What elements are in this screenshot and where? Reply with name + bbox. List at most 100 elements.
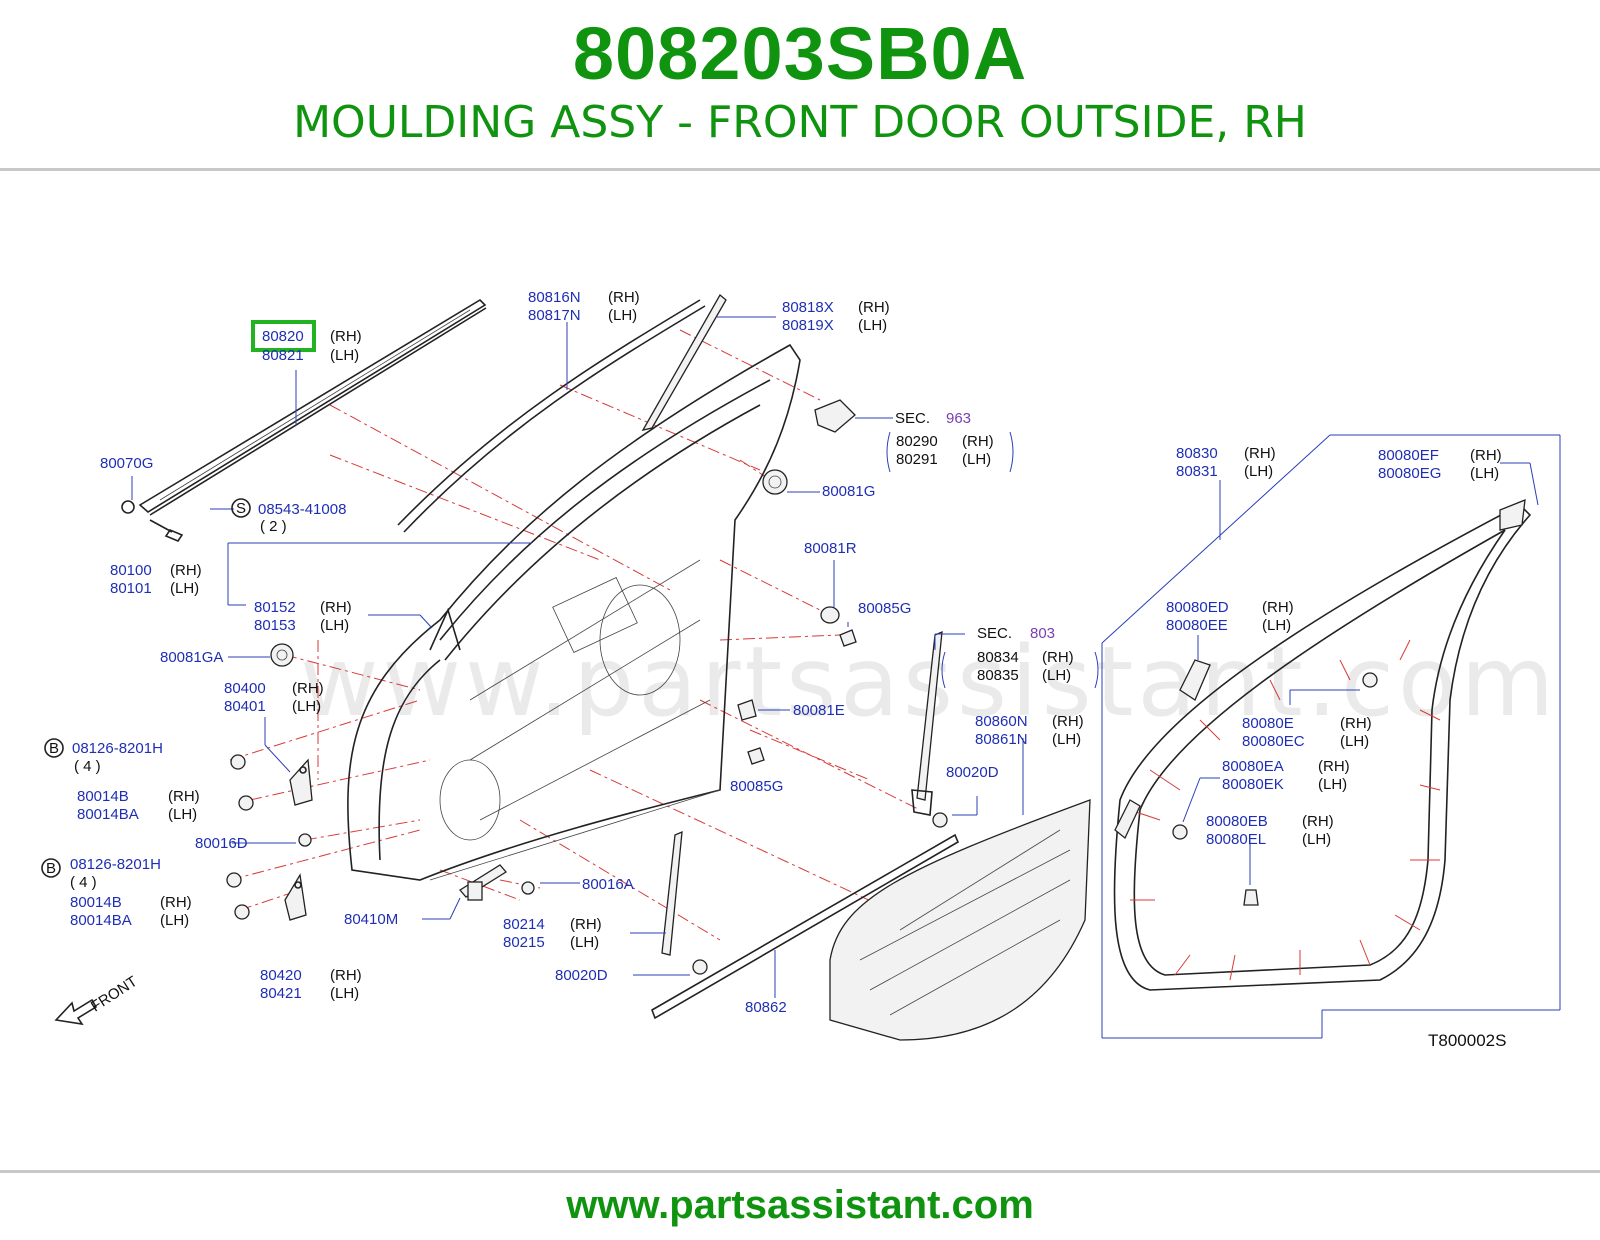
callout-80860n[interactable]: 80860N bbox=[975, 713, 1028, 730]
callout-80862[interactable]: 80862 bbox=[745, 999, 787, 1016]
callout-80834[interactable]: 80834 bbox=[977, 649, 1019, 666]
callout-80080ed[interactable]: 80080ED bbox=[1166, 599, 1229, 616]
callout-80400-rh: (RH) bbox=[292, 680, 324, 697]
callout-80014ba-lower[interactable]: 80014BA bbox=[70, 912, 132, 929]
callout-80401[interactable]: 80401 bbox=[224, 698, 266, 715]
callout-80020d-lower[interactable]: 80020D bbox=[555, 967, 608, 984]
callout-80080el[interactable]: 80080EL bbox=[1206, 831, 1266, 848]
callout-80816n[interactable]: 80816N bbox=[528, 289, 581, 306]
callout-80080ee[interactable]: 80080EE bbox=[1166, 617, 1228, 634]
callout-80080ee-lh: (LH) bbox=[1262, 617, 1291, 634]
callout-80080ea[interactable]: 80080EA bbox=[1222, 758, 1284, 775]
callout-80080e[interactable]: 80080E bbox=[1242, 715, 1294, 732]
footer-url[interactable]: www.partsassistant.com bbox=[566, 1183, 1034, 1227]
callout-80818x[interactable]: 80818X bbox=[782, 299, 834, 316]
footer-divider bbox=[0, 1170, 1600, 1173]
callout-80817n[interactable]: 80817N bbox=[528, 307, 581, 324]
part-description: MOULDING ASSY - FRONT DOOR OUTSIDE, RH bbox=[293, 97, 1307, 148]
grommet-80081ga-drawing bbox=[270, 643, 294, 667]
callout-80835[interactable]: 80835 bbox=[977, 667, 1019, 684]
callout-80014ba-lower-lh: (LH) bbox=[160, 912, 189, 929]
callout-80819x[interactable]: 80819X bbox=[782, 317, 834, 334]
s-mark: S bbox=[236, 500, 246, 517]
b-mark-2: B bbox=[46, 860, 56, 877]
callout-80152[interactable]: 80152 bbox=[254, 599, 296, 616]
callout-sec-803-number[interactable]: 803 bbox=[1030, 625, 1055, 642]
glass-run-80816n-drawing bbox=[397, 299, 706, 533]
callout-80290[interactable]: 80290 bbox=[896, 433, 938, 450]
callout-80080ek-lh: (LH) bbox=[1318, 776, 1347, 793]
page-header: 808203SB0A MOULDING ASSY - FRONT DOOR OU… bbox=[0, 0, 1600, 172]
b-mark-1: B bbox=[49, 740, 59, 757]
weatherstrip-80862-drawing bbox=[651, 833, 960, 1020]
callout-80085g-upper[interactable]: 80085G bbox=[858, 600, 911, 617]
check-link-80410m-drawing bbox=[459, 864, 507, 901]
callout-80291-lh: (LH) bbox=[962, 451, 991, 468]
callout-80014ba-upper[interactable]: 80014BA bbox=[77, 806, 139, 823]
callout-80081ga[interactable]: 80081GA bbox=[160, 649, 223, 666]
callout-80014b-lower[interactable]: 80014B bbox=[70, 894, 122, 911]
callout-08126-8201h-lower[interactable]: 08126-8201H bbox=[70, 856, 161, 873]
callout-80820[interactable]: 80820 bbox=[262, 328, 304, 345]
callout-80016d[interactable]: 80016D bbox=[195, 835, 248, 852]
callout-80400[interactable]: 80400 bbox=[224, 680, 266, 697]
callout-80080eg[interactable]: 80080EG bbox=[1378, 465, 1441, 482]
callout-80421[interactable]: 80421 bbox=[260, 985, 302, 1002]
callout-08543-qty: ( 2 ) bbox=[260, 518, 287, 535]
callout-80153[interactable]: 80153 bbox=[254, 617, 296, 634]
callout-80080ec-lh: (LH) bbox=[1340, 733, 1369, 750]
callout-80080eb[interactable]: 80080EB bbox=[1206, 813, 1268, 830]
callout-80014b-lower-rh: (RH) bbox=[160, 894, 192, 911]
hinge-80420-drawing bbox=[284, 873, 307, 921]
header-divider bbox=[0, 168, 1600, 171]
callout-80821-lh: (LH) bbox=[330, 347, 359, 364]
callout-sec-963-number[interactable]: 963 bbox=[946, 410, 971, 427]
callout-80081g[interactable]: 80081G bbox=[822, 483, 875, 500]
callout-80080el-lh: (LH) bbox=[1302, 831, 1331, 848]
b-mark-circle-1 bbox=[44, 738, 64, 758]
callout-80081r[interactable]: 80081R bbox=[804, 540, 857, 557]
callout-80817n-lh: (LH) bbox=[608, 307, 637, 324]
callout-80215-lh: (LH) bbox=[570, 934, 599, 951]
callout-08126-8201h-upper[interactable]: 08126-8201H bbox=[72, 740, 163, 757]
callout-80861n[interactable]: 80861N bbox=[975, 731, 1028, 748]
callout-80101[interactable]: 80101 bbox=[110, 580, 152, 597]
callout-80214[interactable]: 80214 bbox=[503, 916, 545, 933]
callout-sec-803: SEC. bbox=[977, 625, 1012, 642]
callout-80020d-upper[interactable]: 80020D bbox=[946, 764, 999, 781]
plug-80081r-drawing bbox=[820, 606, 840, 624]
callout-80070g[interactable]: 80070G bbox=[100, 455, 153, 472]
sealing-screen-80860n-drawing bbox=[829, 799, 1091, 1041]
callout-80861n-lh: (LH) bbox=[1052, 731, 1081, 748]
door-panel-80100-drawing bbox=[347, 343, 801, 881]
callout-80081e[interactable]: 80081E bbox=[793, 702, 845, 719]
callout-80080ec[interactable]: 80080EC bbox=[1242, 733, 1305, 750]
highlight-box-80820 bbox=[251, 320, 316, 352]
callout-80291[interactable]: 80291 bbox=[896, 451, 938, 468]
callout-08126-lower-qty: ( 4 ) bbox=[70, 874, 97, 891]
callout-80831[interactable]: 80831 bbox=[1176, 463, 1218, 480]
callout-80016a[interactable]: 80016A bbox=[582, 876, 634, 893]
callout-80820-rh: (RH) bbox=[330, 328, 362, 345]
callout-80214-rh: (RH) bbox=[570, 916, 602, 933]
callout-80080ea-rh: (RH) bbox=[1318, 758, 1350, 775]
callout-80860n-rh: (RH) bbox=[1052, 713, 1084, 730]
callout-80830[interactable]: 80830 bbox=[1176, 445, 1218, 462]
callout-08543-41008[interactable]: 08543-41008 bbox=[258, 501, 346, 518]
callout-80821[interactable]: 80821 bbox=[262, 347, 304, 364]
callout-80835-lh: (LH) bbox=[1042, 667, 1071, 684]
front-arrow-icon bbox=[54, 998, 98, 1026]
callout-80215[interactable]: 80215 bbox=[503, 934, 545, 951]
callout-80085g-lower[interactable]: 80085G bbox=[730, 778, 783, 795]
callout-80420[interactable]: 80420 bbox=[260, 967, 302, 984]
callout-80410m[interactable]: 80410M bbox=[344, 911, 398, 928]
callout-80080ek[interactable]: 80080EK bbox=[1222, 776, 1284, 793]
callout-80080ed-rh: (RH) bbox=[1262, 599, 1294, 616]
sash-80834-drawing bbox=[911, 630, 943, 816]
callout-80014b-upper[interactable]: 80014B bbox=[77, 788, 129, 805]
callout-80080ef[interactable]: 80080EF bbox=[1378, 447, 1439, 464]
assembly-dashed-lines bbox=[229, 329, 921, 941]
callout-80100[interactable]: 80100 bbox=[110, 562, 152, 579]
clip-80081e-drawing bbox=[737, 699, 757, 721]
